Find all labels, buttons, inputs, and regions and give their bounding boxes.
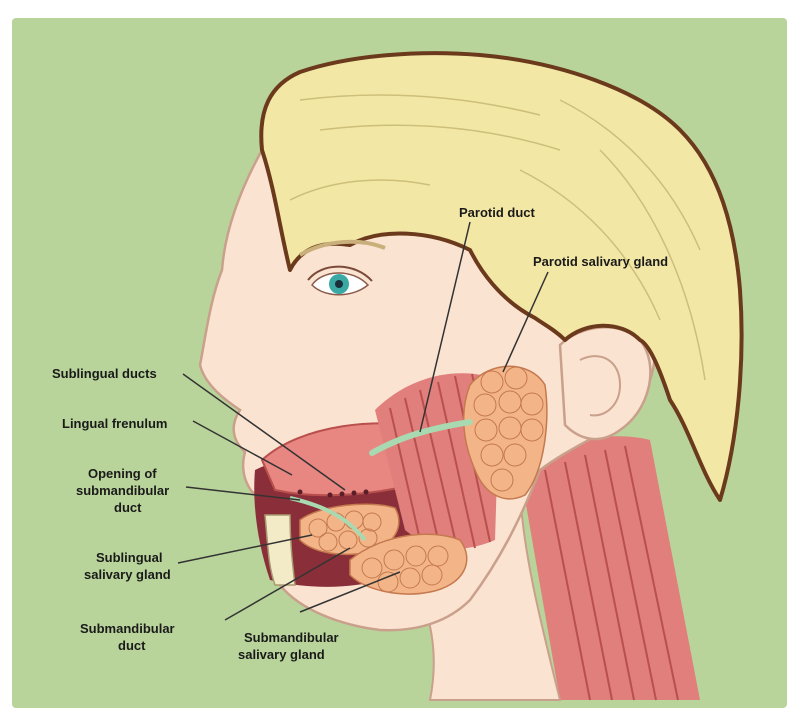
label-submandibular-duct-line1: Submandibular bbox=[80, 621, 175, 636]
label-parotid-duct: Parotid duct bbox=[459, 205, 536, 220]
label-parotid-gland: Parotid salivary gland bbox=[533, 254, 668, 269]
label-sublingual-ducts: Sublingual ducts bbox=[52, 366, 157, 381]
label-sublingual-gland-line1: Sublingual bbox=[96, 550, 162, 565]
label-opening-line2: submandibular bbox=[76, 483, 169, 498]
label-sublingual-gland-line2: salivary gland bbox=[84, 567, 171, 582]
label-opening-line1: Opening of bbox=[88, 466, 157, 481]
label-opening-line3: duct bbox=[114, 500, 142, 515]
label-lingual-frenulum: Lingual frenulum bbox=[62, 416, 167, 431]
label-submandibular-duct-line2: duct bbox=[118, 638, 146, 653]
label-submandibular-gland-line1: Submandibular bbox=[244, 630, 339, 645]
label-submandibular-gland-line2: salivary gland bbox=[238, 647, 325, 662]
